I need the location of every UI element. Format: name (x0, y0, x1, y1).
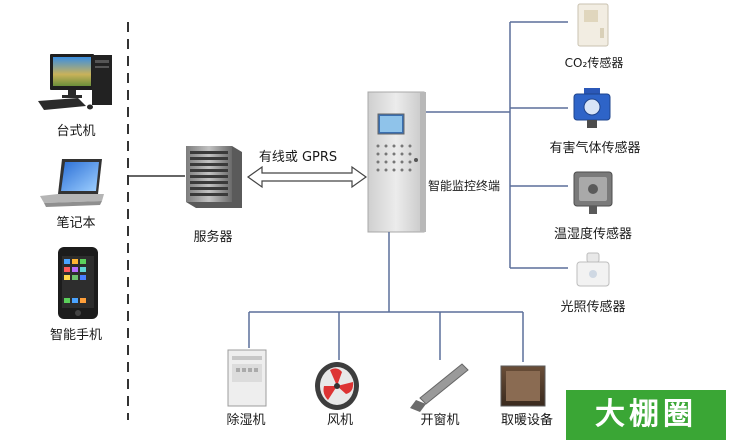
co2-sensor-label: CO₂传感器 (564, 56, 624, 70)
gas-sensor-label: 有害气体传感器 (549, 141, 641, 156)
temp-humidity-sensor-label: 温湿度传感器 (553, 227, 633, 242)
server-icon (186, 146, 242, 208)
fan-icon (315, 362, 359, 410)
heater-icon (500, 365, 546, 407)
monitoring-terminal-cabinet-icon (367, 91, 426, 233)
desktop-computer-icon (38, 54, 112, 110)
light-sensor-label: 光照传感器 (560, 300, 626, 315)
desktop-label: 台式机 (56, 124, 96, 139)
laptop-icon (40, 159, 104, 207)
dehumidifier-icon (227, 349, 267, 407)
watermark-text: 大棚圈 (595, 397, 697, 432)
server-label: 服务器 (193, 230, 233, 245)
window-opener-icon (410, 363, 469, 412)
co2-sensor-icon (577, 3, 609, 47)
harmful-gas-sensor-icon (573, 88, 611, 128)
two-way-link-arrow (246, 165, 368, 189)
window-opener-label: 开窗机 (420, 413, 460, 428)
smartphone-label: 智能手机 (49, 328, 103, 343)
laptop-label: 笔记本 (56, 216, 96, 231)
temperature-humidity-sensor-icon (573, 171, 613, 214)
light-sensor-icon (576, 252, 610, 287)
link-label: 有线或 GPRS (258, 150, 338, 165)
smartphone-icon (58, 247, 98, 319)
fan-label: 风机 (326, 413, 354, 428)
terminal-label: 智能监控终端 (428, 179, 501, 193)
dehumidifier-label: 除湿机 (226, 413, 266, 428)
watermark-logo: 大棚圈 (566, 390, 726, 440)
heater-label: 取暖设备 (500, 413, 554, 428)
